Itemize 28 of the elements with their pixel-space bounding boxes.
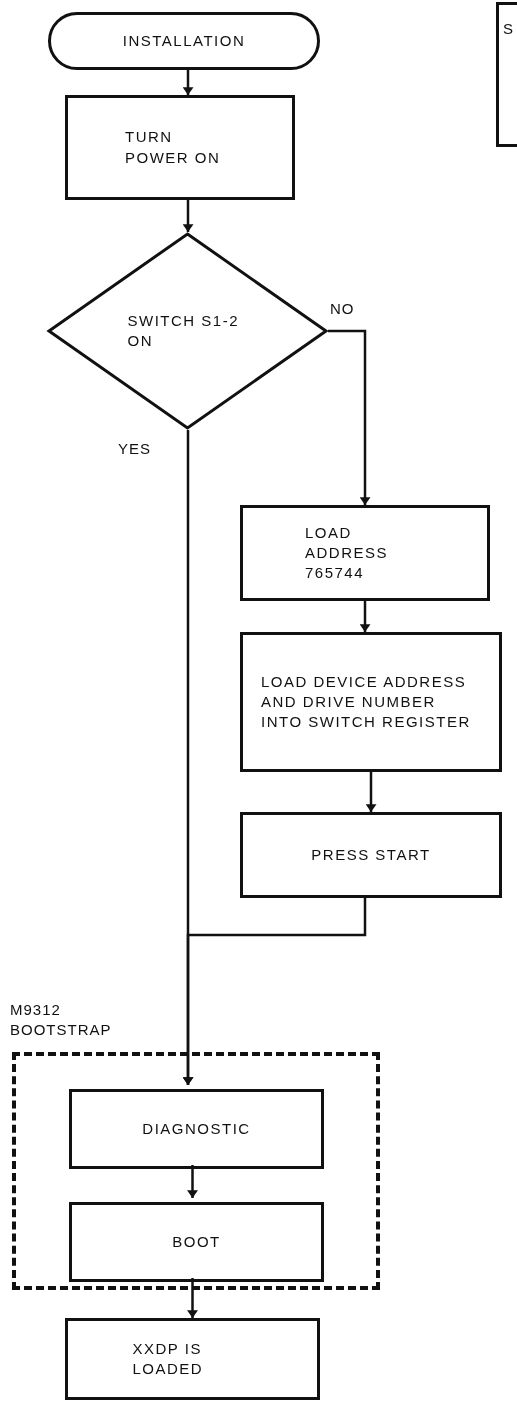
arrow (182, 898, 367, 1085)
box-text: TURN POWER ON (125, 127, 222, 168)
box-text: BOOT (172, 1231, 221, 1252)
arrow (187, 1278, 198, 1318)
arrow (365, 772, 377, 812)
process-box (65, 95, 295, 200)
box-text: S (503, 19, 515, 39)
arrow (328, 329, 371, 505)
process-box (65, 1318, 320, 1400)
process-box (240, 812, 502, 898)
box-text: PRESS START (311, 844, 431, 865)
process-box (69, 1089, 324, 1169)
box-text: INSTALLATION (122, 30, 246, 51)
process-box (69, 1202, 324, 1282)
box-text: SWITCH S1-2 ON (127, 310, 240, 351)
box-text: DIAGNOSTIC (142, 1118, 251, 1139)
arrow (187, 1165, 198, 1198)
process-box (240, 632, 502, 772)
box-text: LOAD DEVICE ADDRESS AND DRIVE NUMBER INTO SWITCH REGISTER (261, 671, 472, 733)
box-text: XXDP IS LOADED (132, 1338, 205, 1379)
terminator-box (48, 12, 320, 70)
process-box (240, 505, 490, 601)
process-box (496, 2, 517, 147)
group-heading: M9312 BOOTSTRAP (10, 1000, 113, 1041)
arrow (359, 601, 371, 632)
arrow (182, 200, 194, 232)
box-text: LOAD ADDRESS 765744 (305, 522, 390, 584)
arrow (182, 70, 194, 95)
